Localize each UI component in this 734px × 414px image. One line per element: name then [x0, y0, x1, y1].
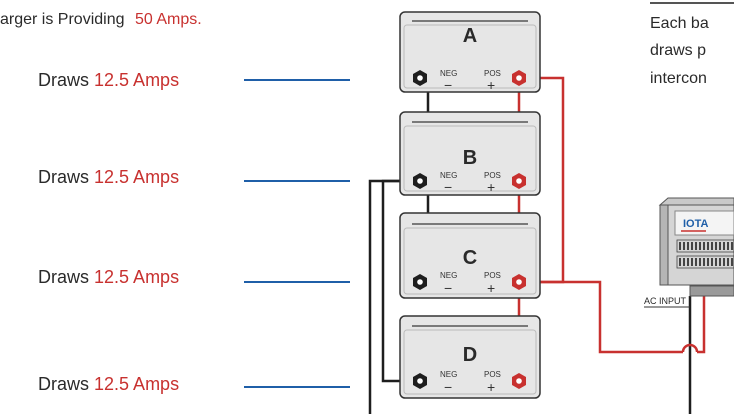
- vent-slat: [711, 242, 713, 250]
- plus-sign: +: [487, 77, 495, 93]
- pos-label: POS: [484, 171, 501, 180]
- terminal-bolt: [516, 178, 522, 184]
- battery-d: D NEG − POS +: [399, 315, 541, 399]
- pos-wire-to-charger: [519, 280, 683, 354]
- vent-slat: [683, 242, 685, 250]
- battery-letter: C: [463, 247, 477, 269]
- battery-case: [399, 212, 541, 299]
- plus-sign: +: [487, 280, 495, 296]
- plus-sign: +: [487, 179, 495, 195]
- battery-a: A NEG − POS +: [399, 11, 541, 93]
- side-note-line-2: draws p: [650, 42, 706, 59]
- terminal-bolt: [417, 178, 423, 184]
- pos-label: POS: [484, 69, 501, 78]
- neg-label: NEG: [440, 171, 457, 180]
- charger-header-prefix: arger is Providing: [0, 11, 125, 28]
- vent-slat: [695, 258, 697, 266]
- battery-case: [399, 315, 541, 399]
- charger-base: [689, 285, 734, 297]
- vent-slat: [687, 258, 689, 266]
- battery-case: [399, 11, 541, 93]
- battery-panel: [403, 24, 537, 89]
- charger-header-amps: 50 Amps.: [135, 11, 202, 28]
- plus-sign: +: [487, 379, 495, 395]
- vent-slat: [719, 258, 721, 266]
- terminal-bolt: [417, 279, 423, 285]
- charger-top: [658, 197, 734, 206]
- side-note: Each ba draws p intercon: [650, 2, 734, 87]
- vent-slat: [695, 242, 697, 250]
- ac-input-label: AC INPUT: [644, 296, 687, 306]
- vent-row: [676, 255, 734, 269]
- minus-sign: −: [444, 280, 452, 296]
- vent-slat: [731, 242, 733, 250]
- battery-letter: A: [463, 25, 477, 47]
- vent-slat: [727, 258, 729, 266]
- iota-charger: IOTA AC INPUT: [644, 197, 734, 308]
- battery-b: B NEG − POS +: [399, 111, 541, 196]
- terminal-bolt: [516, 75, 522, 81]
- side-note-line-3: intercon: [650, 70, 707, 87]
- vent-slat: [723, 258, 725, 266]
- battery-panel: [403, 227, 537, 295]
- vent-slat: [715, 242, 717, 250]
- minus-sign: −: [444, 77, 452, 93]
- wire-crossover: [681, 343, 699, 353]
- vent-slat: [683, 258, 685, 266]
- battery-panel: [403, 125, 537, 192]
- terminal-bolt: [516, 279, 522, 285]
- battery-letter: B: [463, 147, 477, 169]
- vent-slat: [703, 242, 705, 250]
- terminal-bolt: [516, 378, 522, 384]
- side-note-line-1: Each ba: [650, 15, 709, 32]
- minus-sign: −: [444, 179, 452, 195]
- charger-brand: IOTA: [683, 218, 709, 230]
- vent-slat: [699, 242, 701, 250]
- neg-label: NEG: [440, 69, 457, 78]
- charger-vents: [676, 239, 734, 269]
- vent-slat: [731, 258, 733, 266]
- vent-slat: [715, 258, 717, 266]
- battery-case: [399, 111, 541, 196]
- vent-slat: [723, 242, 725, 250]
- vent-slat: [707, 258, 709, 266]
- vent-slat: [687, 242, 689, 250]
- pos-label: POS: [484, 370, 501, 379]
- vent-slats: [679, 242, 733, 266]
- vent-row: [676, 239, 734, 253]
- vent-slat: [691, 258, 693, 266]
- vent-slat: [679, 242, 681, 250]
- vent-slat: [707, 242, 709, 250]
- vent-slat: [727, 242, 729, 250]
- pos-label: POS: [484, 271, 501, 280]
- neg-label: NEG: [440, 271, 457, 280]
- vent-slat: [703, 258, 705, 266]
- charger-side: [659, 204, 669, 286]
- battery-letter: D: [463, 344, 477, 366]
- battery-panel: [403, 329, 537, 395]
- charger-pos-lead: [697, 296, 706, 354]
- battery-c: C NEG − POS +: [399, 212, 541, 299]
- vent-slat: [719, 242, 721, 250]
- terminal-bolt: [417, 75, 423, 81]
- vent-slat: [691, 242, 693, 250]
- charger-header: arger is Providing 50 Amps.: [0, 11, 202, 28]
- vent-slat: [679, 258, 681, 266]
- neg-label: NEG: [440, 370, 457, 379]
- vent-slat: [711, 258, 713, 266]
- vent-slat: [699, 258, 701, 266]
- terminal-bolt: [417, 378, 423, 384]
- minus-sign: −: [444, 379, 452, 395]
